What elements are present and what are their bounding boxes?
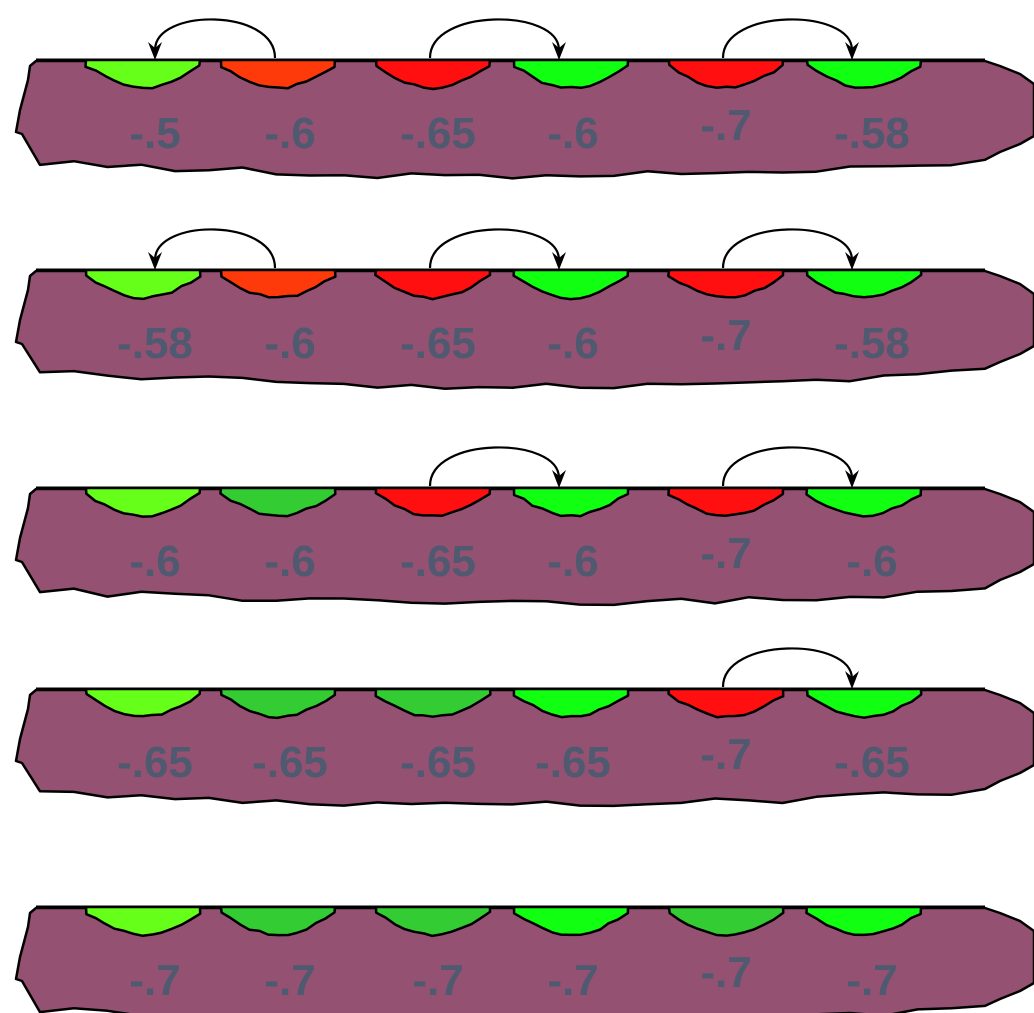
- pit-value-3: -.65: [400, 319, 476, 368]
- move-arrow-arc: [430, 447, 559, 486]
- move-arrow: [148, 229, 275, 270]
- pit-value-6: -.65: [834, 738, 910, 787]
- pit-value-1: -.58: [117, 319, 193, 368]
- move-arrow-arc: [155, 229, 275, 268]
- pit-value-5: -.7: [700, 730, 751, 779]
- board-row-5: -.7 -.7 -.7 -.7 -.7 -.7: [16, 907, 1034, 1013]
- pit-value-2: -.7: [264, 956, 315, 1005]
- board-row-2: -.58 -.6 -.65 -.6 -.7 -.58: [16, 229, 1034, 388]
- pit-value-6: -.7: [846, 956, 897, 1005]
- move-arrow: [430, 447, 566, 488]
- move-arrow-arc: [723, 648, 852, 687]
- pit-value-4: -.65: [535, 738, 611, 787]
- pit-value-2: -.65: [252, 738, 328, 787]
- move-arrow: [723, 648, 859, 689]
- move-arrow: [723, 19, 859, 60]
- pit-value-3: -.7: [412, 956, 463, 1005]
- pit-value-5: -.7: [700, 101, 751, 150]
- move-arrow-arc: [155, 19, 275, 58]
- pit-value-1: -.5: [129, 109, 180, 158]
- move-arrow-arc: [430, 19, 559, 58]
- pit-value-5: -.7: [700, 529, 751, 578]
- move-arrow: [430, 229, 566, 270]
- pit-value-1: -.6: [129, 537, 180, 586]
- pit-value-2: -.6: [264, 319, 315, 368]
- pit-value-2: -.6: [264, 537, 315, 586]
- pit-value-3: -.65: [400, 109, 476, 158]
- pit-value-1: -.65: [117, 738, 193, 787]
- pit-value-2: -.6: [264, 109, 315, 158]
- move-arrow-arc: [430, 229, 559, 268]
- pit-value-4: -.7: [547, 956, 598, 1005]
- pit-value-3: -.65: [400, 738, 476, 787]
- move-arrow-arc: [723, 229, 852, 268]
- pit-value-6: -.58: [834, 319, 910, 368]
- pit-value-4: -.6: [547, 537, 598, 586]
- move-arrow-arc: [723, 19, 852, 58]
- board-row-3: -.6 -.6 -.65 -.6 -.7 -.6: [16, 447, 1034, 604]
- board-row-4: -.65 -.65 -.65 -.65 -.7 -.65: [16, 648, 1034, 805]
- pit-value-6: -.6: [846, 537, 897, 586]
- pit-value-5: -.7: [700, 948, 751, 997]
- move-arrow: [148, 19, 275, 60]
- move-arrow: [430, 19, 566, 60]
- move-arrow-arc: [723, 447, 852, 486]
- pit-value-1: -.7: [129, 956, 180, 1005]
- pit-value-4: -.6: [547, 109, 598, 158]
- pit-value-5: -.7: [700, 311, 751, 360]
- pit-value-3: -.65: [400, 537, 476, 586]
- move-arrow: [723, 229, 859, 270]
- pit-value-4: -.6: [547, 319, 598, 368]
- move-arrow: [723, 447, 859, 488]
- pit-value-6: -.58: [834, 109, 910, 158]
- board-row-1: -.5 -.6 -.65 -.6 -.7 -.58: [16, 19, 1034, 178]
